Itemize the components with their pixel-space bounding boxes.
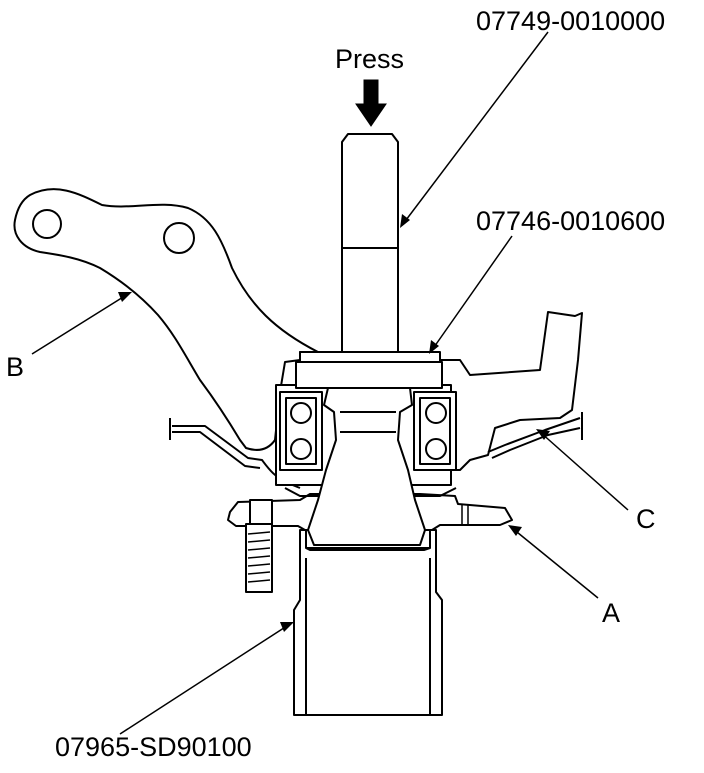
tool-mid-label: 07746-0010600 [476, 206, 666, 236]
leader-callout-a [508, 525, 599, 599]
bearing-right [413, 391, 457, 471]
callout-a-label: A [602, 598, 621, 628]
leader-callout-c [536, 429, 629, 511]
tool-bottom-label: 07965-SD90100 [55, 732, 252, 762]
leader-tool-mid [429, 235, 513, 354]
knuckle-body-right [437, 311, 583, 471]
wheel-stud [245, 499, 273, 593]
tool-top-label: 07749-0010000 [476, 6, 666, 36]
leader-callout-b [31, 292, 132, 355]
callout-c-label: C [636, 504, 656, 534]
bearing-left [279, 391, 323, 471]
press-plate-tool [295, 351, 443, 389]
knuckle-arm [13, 188, 319, 451]
support-base-tool [293, 529, 443, 716]
down-arrow-icon [355, 79, 387, 127]
leader-tool-top [400, 31, 549, 228]
driver-shaft-tool [341, 133, 399, 353]
callout-b-label: B [6, 352, 25, 382]
leader-tool-bottom [119, 622, 294, 735]
hub-body [307, 387, 426, 546]
press-label: Press [335, 44, 405, 74]
